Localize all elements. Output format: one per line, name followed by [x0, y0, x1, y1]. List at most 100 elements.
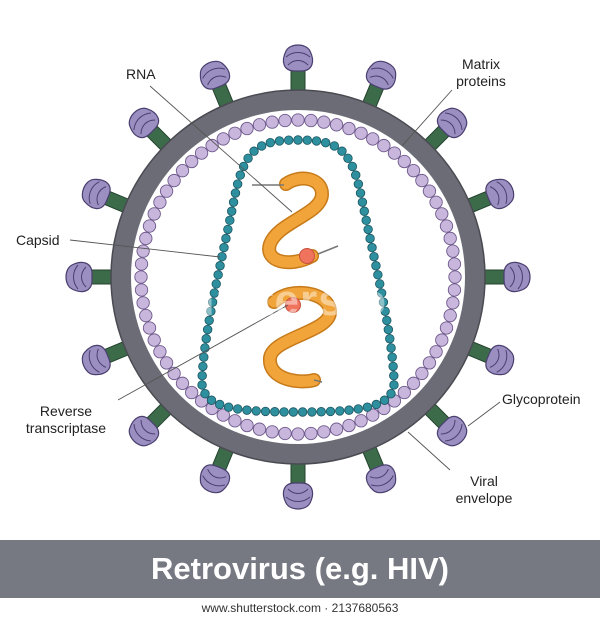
matrix-protein [406, 376, 421, 390]
capsid-protein [288, 407, 299, 417]
matrix-protein [175, 164, 190, 178]
capsid-protein [243, 153, 253, 163]
label-glycoprotein: Glycoprotein [502, 391, 581, 407]
capsid-protein [206, 395, 217, 405]
capsid-protein [385, 334, 395, 344]
matrix-protein [159, 184, 174, 198]
glycoprotein [128, 415, 160, 447]
capsid-protein [387, 352, 397, 362]
head-groove [370, 67, 394, 79]
matrix-protein [387, 146, 402, 160]
capsid-protein [197, 380, 207, 390]
matrix-protein [415, 173, 429, 188]
capsid-protein [375, 279, 385, 289]
rna-tail [313, 379, 323, 383]
matrix-protein [142, 321, 157, 335]
capsid-protein [351, 170, 361, 180]
capsid-protein [256, 141, 267, 151]
capsid-protein [302, 135, 312, 145]
capsid-protein [361, 215, 371, 226]
glycoprotein [65, 261, 93, 293]
capsid-protein [362, 402, 373, 412]
matrix-protein [147, 333, 161, 347]
capsid-protein [225, 215, 235, 226]
capsid-protein [228, 197, 239, 207]
label-reverse-transcriptase: Reverse transcriptase [25, 403, 107, 436]
capsid-protein [320, 137, 331, 148]
capsid-protein [202, 324, 213, 335]
matrix-protein [366, 132, 380, 146]
label-capsid: Capsid [16, 232, 60, 248]
matrix-protein [422, 356, 437, 370]
leader-line-envelope [407, 431, 451, 471]
rna-strand [263, 173, 328, 268]
capsid-shell [197, 135, 399, 417]
capsid-protein [238, 161, 249, 172]
title-bar: Retrovirus (e.g. HIV) [0, 540, 600, 598]
capsid-protein [378, 297, 389, 307]
capsid-protein [367, 242, 377, 253]
capsid-protein [265, 137, 276, 148]
matrix-protein [252, 118, 267, 132]
capsid-protein [353, 404, 363, 414]
matrix-protein [317, 425, 331, 439]
leader-line-glycoprotein [467, 401, 501, 427]
matrix-protein [185, 385, 199, 400]
matrix-protein [439, 321, 454, 335]
head-groove [88, 181, 100, 205]
glycoprotein-heads [65, 44, 531, 510]
capsid-protein [337, 146, 347, 156]
reverse-transcriptase [299, 248, 315, 264]
capsid-protein [383, 324, 394, 335]
leader-lines [69, 85, 501, 471]
capsid-protein [343, 153, 353, 163]
matrix-protein [342, 121, 356, 136]
capsid-protein [382, 315, 392, 326]
rna-strands [252, 171, 339, 389]
head-groove [287, 488, 309, 494]
capsid-protein [199, 352, 209, 362]
matrix-protein [134, 257, 149, 271]
matrix-protein [446, 296, 460, 310]
capsid-protein [251, 406, 261, 416]
capsid-protein [279, 407, 289, 417]
glycoprotein [81, 344, 111, 376]
diagram-title: Retrovirus (e.g. HIV) [151, 551, 449, 586]
capsid-protein [335, 406, 345, 416]
capsid-protein [325, 406, 336, 417]
capsid-protein [373, 270, 383, 280]
glycoprotein [365, 464, 397, 494]
matrix-protein [175, 376, 190, 390]
capsid-protein [297, 407, 308, 417]
head-groove [96, 186, 107, 206]
glycoprotein [128, 107, 160, 139]
leader-line-transcriptase [117, 304, 289, 401]
capsid-protein [353, 179, 364, 189]
matrix-protein [366, 408, 380, 422]
glycoprotein-head [436, 107, 468, 139]
matrix-protein [447, 283, 462, 297]
matrix-protein [397, 385, 411, 400]
rna-tail [317, 245, 339, 255]
matrix-protein [447, 257, 462, 271]
matrix-protein [265, 425, 279, 439]
capsid-protein [221, 233, 231, 244]
head-groove [81, 266, 87, 288]
capsid-protein [197, 370, 207, 381]
capsid-protein [213, 270, 223, 280]
matrix-protein [443, 308, 457, 323]
capsid-protein [204, 315, 214, 326]
capsid-protein [201, 334, 211, 344]
matrix-protein [136, 244, 150, 258]
capsid-protein [389, 370, 399, 381]
capsid-protein [293, 135, 303, 145]
label-rna: RNA [126, 66, 156, 82]
matrix-protein [278, 113, 292, 128]
matrix-protein [139, 308, 153, 323]
capsid-protein [344, 405, 354, 415]
head-groove [369, 75, 389, 86]
capsid-protein [230, 188, 241, 198]
matrix-protein [136, 296, 150, 310]
capsid-protein [249, 146, 259, 156]
glycoprotein [365, 60, 397, 90]
